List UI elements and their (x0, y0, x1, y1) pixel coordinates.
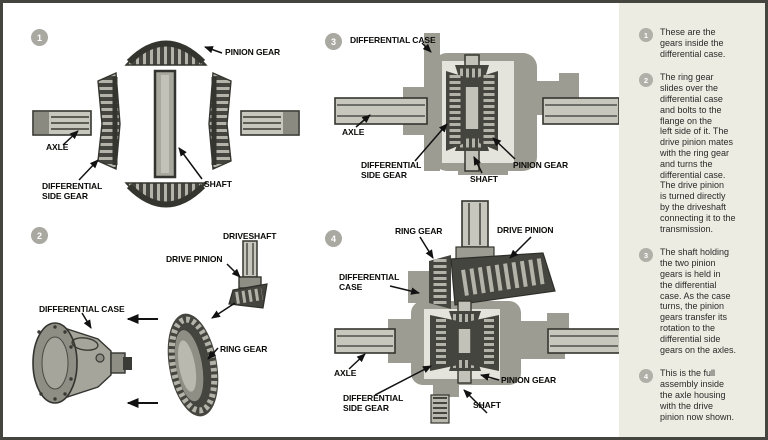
label-shaft-1: SHAFT (204, 179, 232, 189)
panel-3-badge: 3 (325, 33, 342, 50)
sidebar-step-2: 2 The ring gear slides over the differen… (639, 72, 757, 234)
label-axle-4: AXLE (334, 368, 357, 378)
panel-4-badge: 4 (325, 230, 342, 247)
label-ring-gear-2: RING GEAR (220, 344, 268, 354)
label-pinion-gear-1: PINION GEAR (225, 47, 281, 57)
step-1-text: These are the gears inside the different… (660, 27, 726, 59)
step-3-badge: 3 (639, 248, 653, 263)
label-shaft-4: SHAFT (473, 400, 501, 410)
label-pinion-gear-3: PINION GEAR (513, 160, 569, 170)
label-drive-pinion-2: DRIVE PINION (166, 254, 223, 264)
panel4-full-assembly (334, 200, 621, 424)
sidebar-step-1: 1 These are the gears inside the differe… (639, 27, 757, 59)
step-2-text: The ring gear slides over the differenti… (660, 72, 736, 234)
label-pinion-gear-4: PINION GEAR (501, 375, 557, 385)
step-1-badge: 1 (639, 28, 653, 42)
panel1-exploded-gears (32, 40, 300, 208)
panel-1-badge: 1 (31, 29, 48, 46)
label-drive-pinion-4: DRIVE PINION (497, 225, 554, 235)
label-ring-gear-4: RING GEAR (395, 226, 443, 236)
panel-2-badge: 2 (31, 227, 48, 244)
label-differential-side-gear-4: DIFFERENTIAL SIDE GEAR (343, 393, 404, 414)
label-axle-3: AXLE (342, 127, 365, 137)
label-differential-case-4: DIFFERENTIAL CASE (339, 272, 400, 293)
label-differential-side-gear-1: DIFFERENTIAL SIDE GEAR (42, 181, 103, 202)
label-differential-side-gear-3: DIFFERENTIAL SIDE GEAR (361, 160, 422, 181)
step-2-badge: 2 (639, 73, 653, 88)
label-shaft-3: SHAFT (470, 174, 498, 184)
sidebar-step-4: 4 This is the full assembly inside the a… (639, 368, 757, 422)
sidebar-step-3: 3 The shaft holding the two pinion gears… (639, 247, 757, 355)
step-3-text: The shaft holding the two pinion gears i… (660, 247, 737, 355)
panel2-case-ring-pinion (32, 240, 268, 417)
label-differential-case-2: DIFFERENTIAL CASE (39, 304, 125, 314)
label-driveshaft-2: DRIVESHAFT (223, 231, 277, 241)
label-differential-case-3: DIFFERENTIAL CASE (350, 35, 436, 45)
panel3-cross-section (334, 33, 620, 175)
gear-illustrations (32, 33, 621, 424)
step-4-badge: 4 (639, 369, 653, 384)
step-4-text: This is the full assembly inside the axl… (660, 368, 735, 422)
caption-sidebar: 1 These are the gears inside the differe… (619, 3, 765, 437)
label-axle-1: AXLE (46, 142, 69, 152)
